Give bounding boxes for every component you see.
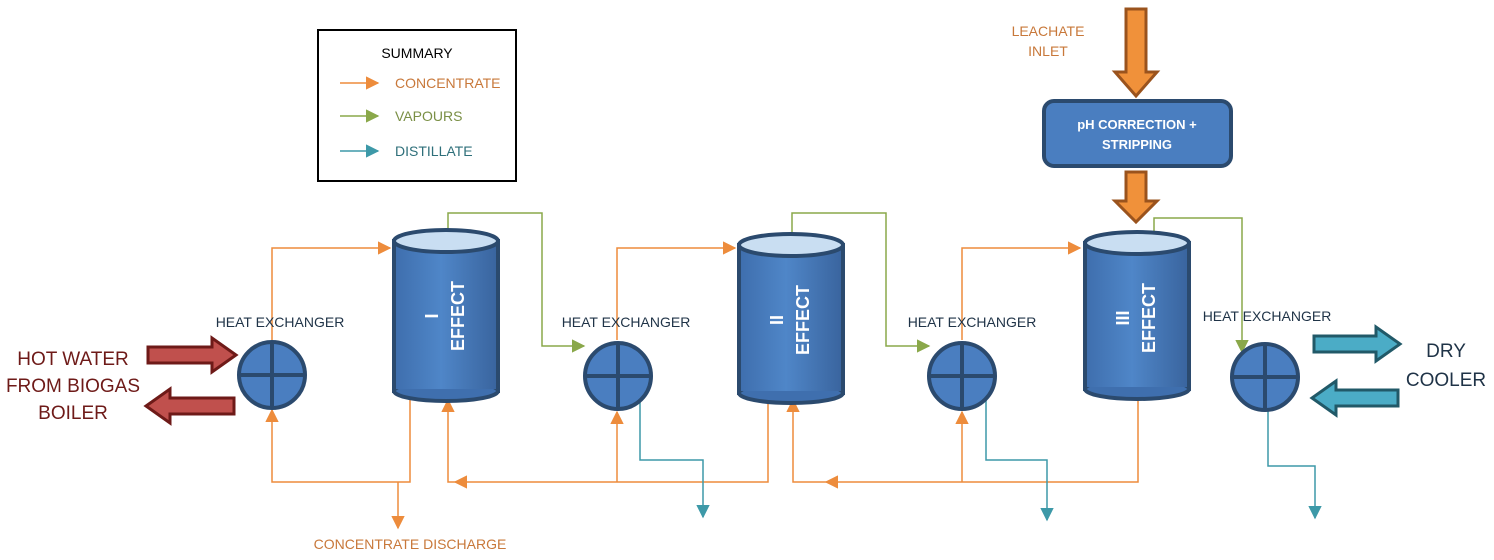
dry-cooler-label-line2: COOLER — [1406, 370, 1486, 391]
heat-exchanger-1-label: HEAT EXCHANGER — [216, 314, 345, 330]
concentrate-lines — [265, 241, 1139, 530]
inlet-label-line2: INLET — [1028, 43, 1068, 59]
effect-1-word: EFFECT — [448, 281, 468, 351]
hot-water-label-line2: FROM BIOGAS — [6, 376, 140, 397]
effect-vessel-1: I EFFECT — [392, 228, 500, 403]
dry-cooler-in-arrow — [1309, 378, 1400, 418]
hot-water-in-arrow — [146, 335, 239, 375]
box-line2: STRIPPING — [1102, 137, 1172, 152]
hot-water-label-line1: HOT WATER — [17, 349, 129, 370]
hot-water-out-arrow — [143, 386, 236, 426]
legend-vapours-label: VAPOURS — [395, 108, 462, 124]
effect-1-numeral: I — [422, 313, 442, 318]
heat-exchanger-3 — [927, 341, 997, 411]
concentrate-discharge-label: CONCENTRATE DISCHARGE — [314, 536, 507, 552]
legend-box: SUMMARY CONCENTRATE VAPOURS DISTILLATE — [317, 29, 517, 182]
distillate-lines — [639, 385, 1322, 522]
heat-exchanger-1 — [237, 340, 307, 410]
effect-3-numeral: III — [1113, 310, 1133, 325]
ph-correction-stripping-box: pH CORRECTION + STRIPPING — [1042, 99, 1233, 168]
effect-2-word: EFFECT — [793, 285, 813, 355]
effect-2-numeral: II — [767, 315, 787, 325]
hot-water-label-line3: BOILER — [38, 403, 108, 424]
effect-3-word: EFFECT — [1139, 283, 1159, 353]
heat-exchanger-4 — [1230, 342, 1300, 412]
heat-exchanger-2-label: HEAT EXCHANGER — [562, 314, 691, 330]
feed-arrow — [1111, 170, 1161, 225]
inlet-arrow — [1111, 7, 1161, 99]
legend-title: SUMMARY — [381, 45, 453, 61]
heat-exchanger-4-label: HEAT EXCHANGER — [1203, 308, 1332, 324]
vapour-lines — [447, 212, 1249, 354]
effect-vessel-3: III EFFECT — [1083, 230, 1191, 401]
effect-vessel-2: II EFFECT — [737, 232, 845, 405]
heat-exchanger-2 — [583, 341, 653, 411]
legend-concentrate-label: CONCENTRATE — [395, 75, 501, 91]
dry-cooler-label-line1: DRY — [1426, 341, 1466, 362]
legend-distillate-label: DISTILLATE — [395, 143, 473, 159]
inlet-label-line1: LEACHATE — [1012, 23, 1085, 39]
box-line1: pH CORRECTION + — [1077, 117, 1197, 132]
heat-exchanger-3-label: HEAT EXCHANGER — [908, 314, 1037, 330]
dry-cooler-out-arrow — [1312, 324, 1403, 364]
